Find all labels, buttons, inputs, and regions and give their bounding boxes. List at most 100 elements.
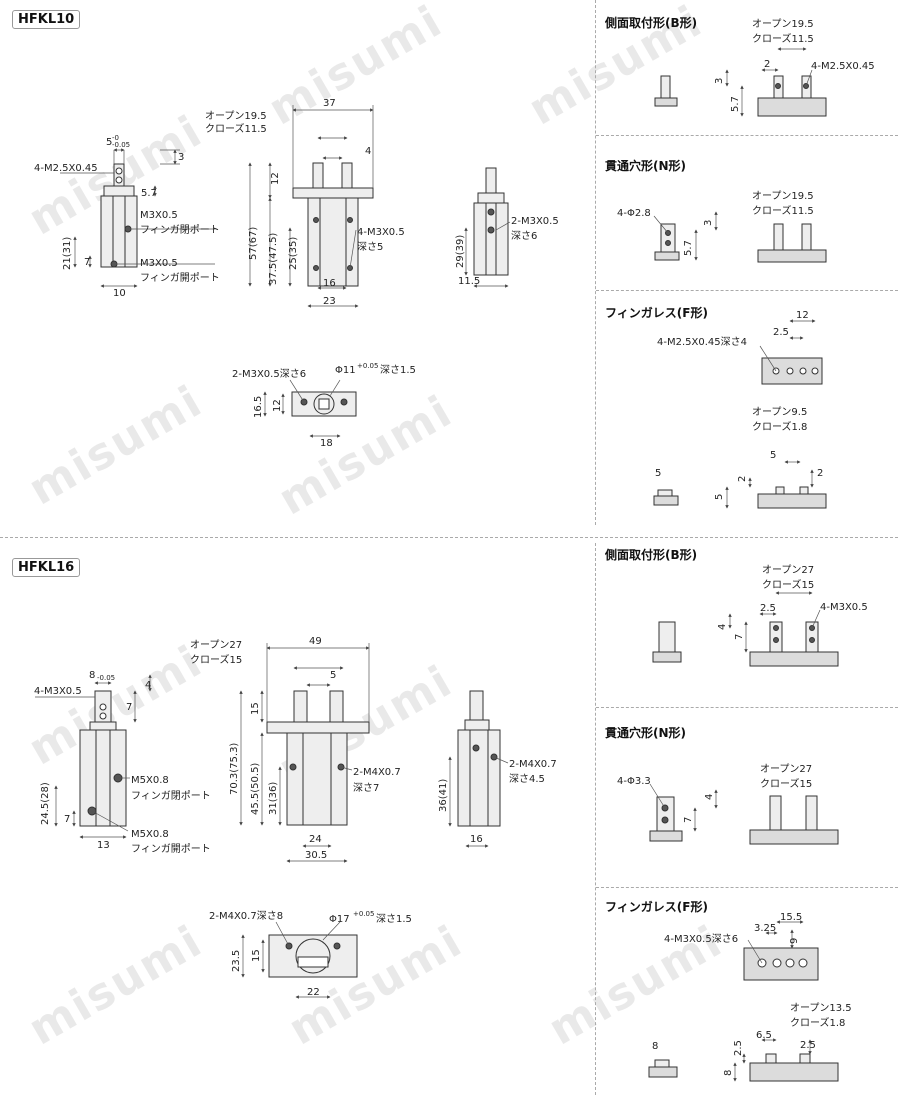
hfkl16-front-tap: 4-M3X0.5 [34, 686, 82, 697]
f10-dim-5c: 5 [714, 494, 725, 500]
hfkl10-bottom-bore-depth: 深さ1.5 [380, 364, 416, 376]
b16-tap: 4-M3X0.5 [820, 602, 868, 613]
b16-dim-4: 4 [717, 624, 728, 630]
b16-drawing [652, 621, 839, 667]
b16-open: オープン27 [762, 564, 814, 576]
hfkl10-front-dim-21: 21(31) [62, 237, 73, 270]
hfkl16-main-dimlines [239, 643, 370, 863]
hfkl10-side-dim-115: 11.5 [458, 276, 480, 287]
hfkl16-front-dim-245: 24.5(28) [40, 782, 51, 825]
hfkl10-front-dim-10: 10 [113, 288, 126, 299]
n16-hole: 4-Φ3.3 [617, 776, 651, 787]
hfkl16-side-view [457, 690, 501, 827]
hfkl16-front-port1: M5X0.8 [131, 775, 169, 786]
panel-title-n10: 貫通穴形(N形) [605, 159, 687, 173]
hfkl10-bottom-view [291, 391, 357, 417]
f10-dim-12: 12 [796, 310, 809, 321]
section-divider [0, 537, 898, 538]
n10-dim-3: 3 [703, 220, 714, 226]
hfkl16-main-dim-703: 70.3(75.3) [229, 743, 240, 795]
hfkl10-main-dim-57: 57(67) [248, 227, 259, 260]
panel-title-b16: 側面取付形(B形) [605, 548, 698, 562]
hfkl16-bottom-dim-15: 15 [251, 949, 262, 962]
hfkl10-bottom-dim-12: 12 [272, 399, 283, 412]
f16-dim-65: 6.5 [756, 1030, 772, 1041]
hfkl16-main-dim-31: 31(36) [268, 782, 279, 815]
hfkl16-main-view [266, 690, 370, 826]
model-badge-hfkl10: HFKL10 [12, 10, 81, 29]
b10-open: オープン19.5 [752, 18, 814, 30]
hfkl16-front-dim-7: 7 [126, 702, 132, 713]
panel-title-f16: フィンガレス(F形) [605, 900, 708, 914]
f10-dim-5: 5 [655, 468, 661, 479]
hfkl16-main-dim-5: 5 [330, 670, 336, 681]
hfkl16-side-dimlines [448, 756, 509, 848]
hfkl16-bottom-bore: Φ17 [329, 914, 350, 925]
hfkl10-main-dimlines [248, 105, 374, 308]
hfkl10-side-view [473, 167, 509, 276]
hfkl16-front-port2-note: フィンガ開ポート [131, 843, 211, 855]
f16-tap: 4-M3X0.5深さ6 [664, 933, 738, 945]
hfkl16-front-port2: M5X0.8 [131, 829, 169, 840]
hfkl16-main-open: オープン27 [190, 639, 242, 651]
f10-dim-2b: 2 [817, 468, 823, 479]
hfkl16-front-view [79, 690, 127, 827]
hfkl10-front-tol: -0 [112, 134, 119, 142]
hfkl10-bottom-dim-18: 18 [320, 438, 333, 449]
f16-dim-8b: 8 [723, 1070, 734, 1076]
hfkl16-main-close: クローズ15 [190, 653, 242, 666]
f10-close: クローズ1.8 [752, 420, 807, 433]
b10-dimlines [725, 47, 813, 117]
panel-divider [596, 290, 898, 291]
hfkl10-main-view [292, 162, 374, 287]
panel-title-b10: 側面取付形(B形) [605, 16, 698, 30]
hfkl10-front-dim-57: 5.7 [141, 188, 157, 199]
hfkl10-front-port2-note: フィンガ開ポート [140, 272, 220, 284]
panel-title-n16: 貫通穴形(N形) [605, 726, 687, 740]
f16-dim-155: 15.5 [780, 912, 802, 923]
hfkl16-side-tap: 2-M4X0.7 [509, 759, 557, 770]
hfkl16-bottom-dim-235: 23.5 [231, 950, 242, 972]
hfkl10-main-depth: 深さ5 [357, 241, 383, 253]
f10-dim-2: 2 [737, 476, 748, 482]
hfkl10-front-dim-5: 5 [106, 137, 112, 148]
hfkl10-front-view [100, 163, 138, 268]
f10-tap: 4-M2.5X0.45深さ4 [657, 336, 747, 348]
hfkl10-side-dimlines [464, 221, 511, 288]
b10-dim-2: 2 [764, 59, 770, 70]
hfkl10-main-dim-23: 23 [323, 296, 336, 307]
hfkl10-front-port1-note: フィンガ閉ポート [140, 224, 220, 236]
hfkl16-bottom-bore-depth: 深さ1.5 [376, 913, 412, 925]
hfkl10-front-dim-7: 7 [84, 257, 90, 268]
hfkl16-front-dimlines [35, 674, 152, 839]
hfkl16-side-dim-16: 16 [470, 834, 483, 845]
b10-drawing [654, 75, 827, 117]
hfkl16-front-dim-7b: 7 [64, 814, 70, 825]
panel-divider [596, 707, 898, 708]
b10-dim-57: 5.7 [730, 96, 741, 112]
hfkl16-bottom-dimlines [241, 921, 341, 999]
panel-title-f10: フィンガレス(F形) [605, 306, 708, 320]
hfkl16-main-tap: 2-M4X0.7 [353, 767, 401, 778]
f10-dimlines [725, 319, 816, 509]
column-divider [595, 0, 596, 525]
b10-dim-3: 3 [714, 78, 725, 84]
hfkl16-front-port1-note: フィンガ閉ポート [131, 790, 211, 802]
n16-dim-7: 7 [683, 817, 694, 823]
hfkl10-bottom-bore-tol: +0.05 [357, 362, 378, 370]
hfkl16-main-dim-24: 24 [309, 834, 322, 845]
n10-close: クローズ11.5 [752, 204, 814, 217]
b16-dim-7: 7 [734, 634, 745, 640]
hfkl16-front-dim-8: 8 [89, 670, 95, 681]
n16-drawing [649, 795, 839, 845]
f16-open: オープン13.5 [790, 1002, 852, 1014]
model-badge-hfkl16: HFKL16 [12, 558, 81, 577]
n10-hole: 4-Φ2.8 [617, 208, 651, 219]
hfkl10-front-tol2: -0.05 [112, 141, 130, 149]
f10-open: オープン9.5 [752, 406, 807, 418]
hfkl16-front-dim-4: 4 [145, 680, 151, 691]
b10-close: クローズ11.5 [752, 32, 814, 45]
hfkl10-main-dim-37: 37 [323, 98, 336, 109]
hfkl16-side-depth: 深さ4.5 [509, 773, 545, 785]
